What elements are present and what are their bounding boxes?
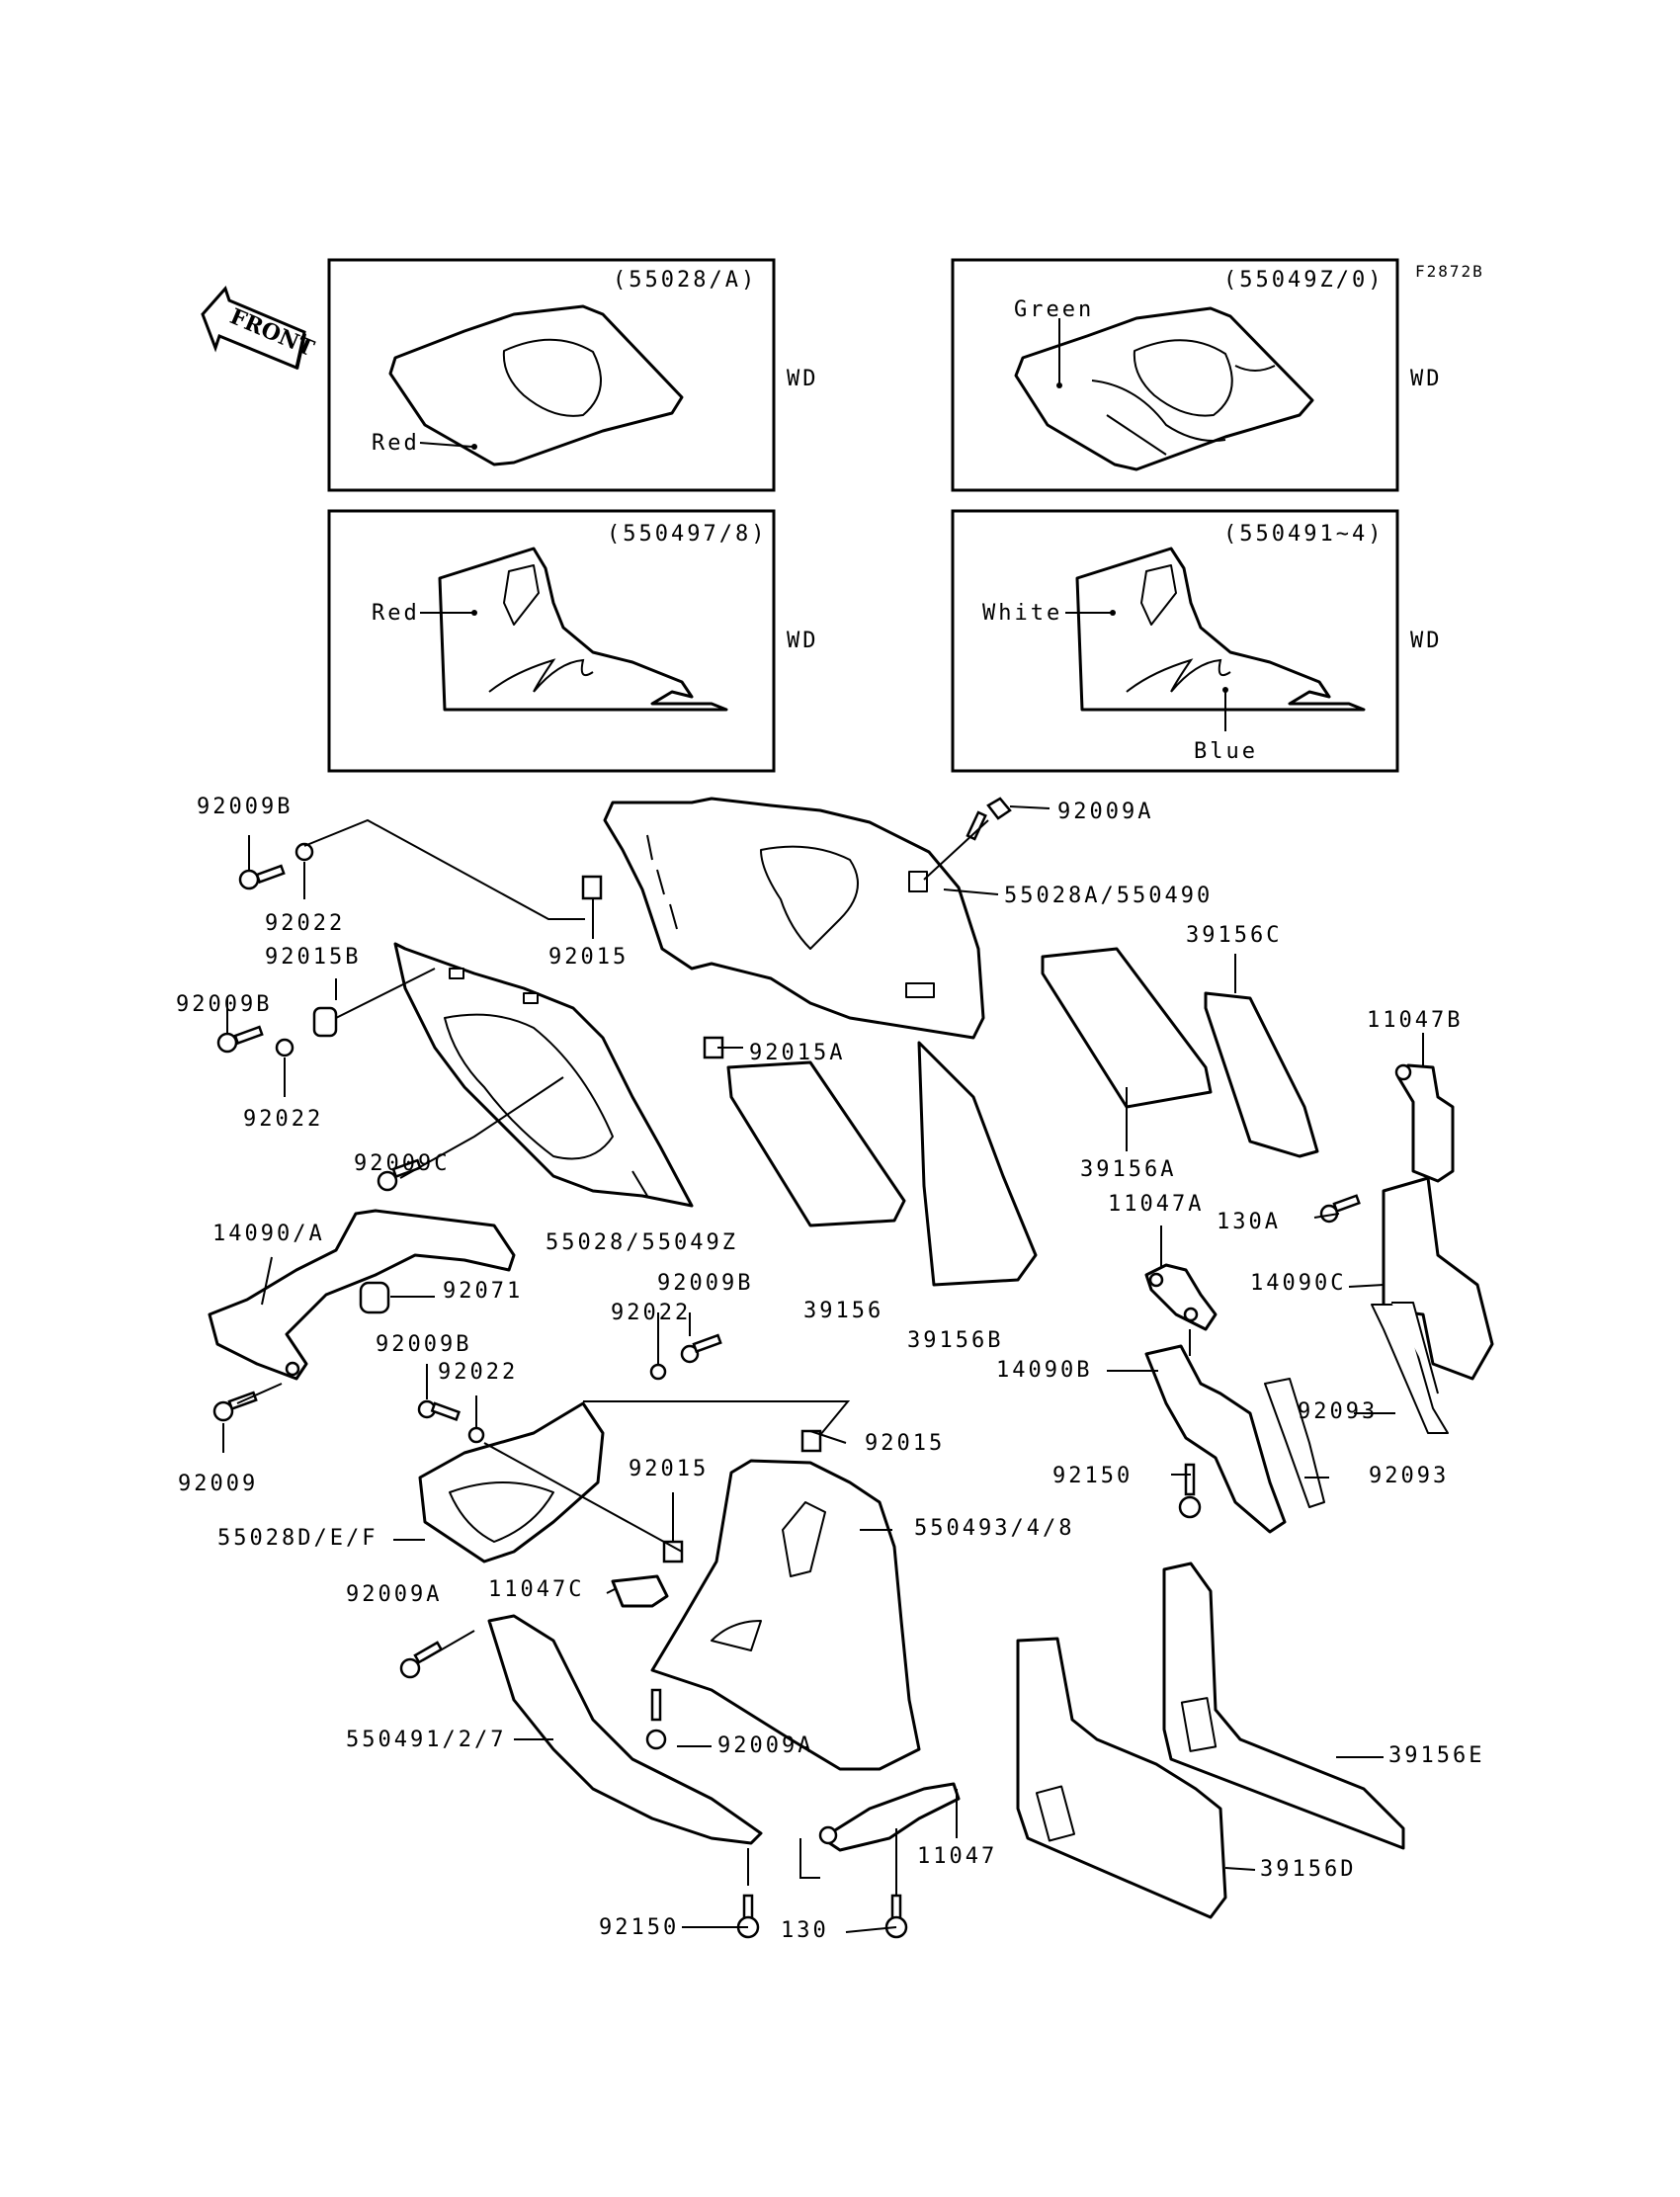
part-label: 92009A: [1057, 800, 1153, 824]
part-label: 39156D: [1260, 1857, 1356, 1882]
part-label: 11047C: [488, 1577, 584, 1602]
inset-55049Z-0: (55049Z/0) WD Green: [951, 258, 1443, 492]
part-label: 92022: [265, 911, 345, 936]
inset-suffix: WD: [1410, 367, 1443, 391]
part-label: 92150: [599, 1915, 679, 1940]
part-label: 92009A: [717, 1733, 813, 1758]
inset-suffix: WD: [1410, 629, 1443, 653]
strip-92093-b: [1264, 1378, 1325, 1508]
inner-panel-39156C: [1204, 991, 1319, 1158]
cover-14090B: [1144, 1344, 1287, 1534]
part-label: 130A: [1217, 1210, 1281, 1234]
inner-panel-39156B: [917, 1041, 1038, 1287]
part-label: 92022: [611, 1301, 691, 1325]
part-label: 92022: [438, 1360, 518, 1385]
part-label: 55028A/550490: [1004, 884, 1213, 908]
part-label: 14090C: [1250, 1271, 1346, 1296]
part-label: 39156A: [1080, 1157, 1176, 1182]
part-label: 92009B: [197, 795, 293, 819]
inset-550491-4: (550491~4) WD White Blue: [951, 509, 1443, 773]
part-label: 92015: [865, 1431, 945, 1456]
part-label: 92015: [629, 1457, 709, 1481]
part-label: 550493/4/8: [914, 1516, 1074, 1541]
part-label: 92093: [1298, 1399, 1378, 1424]
part-label: 11047A: [1108, 1192, 1204, 1217]
upper-fairing: [603, 797, 985, 1040]
part-label: 11047B: [1367, 1008, 1463, 1033]
part-label: 39156E: [1388, 1743, 1484, 1768]
rail-hole: [285, 1361, 300, 1377]
lower-fairing-550493: [650, 1459, 921, 1771]
part-label: 14090/A: [212, 1222, 325, 1246]
part-label: 550491/2/7: [346, 1728, 506, 1752]
part-label: 55028D/E/F: [217, 1526, 378, 1551]
part-label: 39156: [803, 1299, 883, 1323]
color-label-blue: Blue: [1194, 739, 1258, 764]
part-label: 92015B: [265, 945, 361, 970]
part-label: 92009A: [346, 1582, 442, 1607]
inset-550497-8: (550497/8) WD Red: [327, 509, 819, 773]
bracket-11047: [820, 1782, 961, 1852]
front-arrow-icon: FRONT: [201, 286, 318, 371]
side-fairing: [393, 942, 694, 1208]
inner-panel-39156A: [1041, 947, 1213, 1109]
part-label: 11047: [917, 1844, 997, 1869]
part-label: 92009B: [376, 1332, 471, 1357]
part-label: 130: [781, 1918, 829, 1943]
color-label-red: Red: [372, 601, 420, 626]
inset-code: (55049Z/0): [1223, 268, 1384, 293]
part-label: 39156B: [907, 1328, 1003, 1353]
belly-pan-550491: [487, 1614, 763, 1845]
inset-code: (550491~4): [1223, 522, 1384, 547]
part-label: 92009C: [354, 1151, 450, 1176]
panel-39156E: [1162, 1562, 1405, 1850]
part-label: 92015A: [749, 1041, 845, 1065]
inset-code: (550497/8): [607, 522, 767, 547]
rail-14090-A: [208, 1209, 516, 1381]
leader-lines: [222, 805, 1424, 1933]
inner-panel-39156: [726, 1060, 906, 1227]
bracket-11047C: [611, 1574, 669, 1608]
part-label: 92015: [548, 945, 629, 970]
part-label: 92150: [1052, 1464, 1133, 1488]
part-label: 92093: [1369, 1464, 1449, 1488]
part-label: 92071: [443, 1279, 523, 1304]
part-label: 14090B: [996, 1358, 1092, 1383]
part-labels: 92009B 92022 92015 92009A 55028A/550490 …: [176, 795, 1484, 1943]
color-label-green: Green: [1014, 297, 1094, 322]
bracket-11047B: [1394, 1063, 1455, 1183]
part-label: 92009: [178, 1472, 258, 1496]
part-label: 39156C: [1186, 923, 1282, 948]
inset-suffix: WD: [787, 367, 819, 391]
inset-code: (55028/A): [613, 268, 757, 293]
figure-code: F2872B: [1415, 262, 1484, 281]
part-label: 92009B: [176, 992, 272, 1017]
part-label: 92009B: [657, 1271, 753, 1296]
part-label: 55028/55049Z: [546, 1230, 738, 1255]
bracket-11047A: [1144, 1263, 1218, 1331]
inset-55028-A: (55028/A) WD Red: [327, 258, 819, 492]
inset-suffix: WD: [787, 629, 819, 653]
part-label: 92022: [243, 1107, 323, 1132]
color-label-white: White: [982, 601, 1062, 626]
color-label-red: Red: [372, 431, 420, 456]
panel-39156D: [1016, 1637, 1227, 1919]
